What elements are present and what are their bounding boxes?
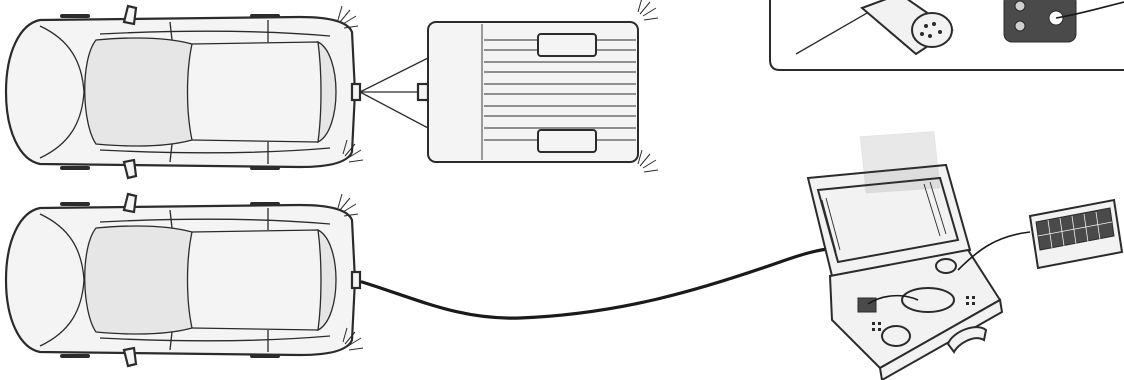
remote-control — [1030, 200, 1122, 268]
tray-recess — [902, 288, 954, 312]
trailer-fender-bottom — [538, 130, 596, 152]
trailer-fender-top — [538, 34, 596, 56]
test-cable — [362, 248, 877, 318]
trailer — [428, 22, 638, 162]
detail-inset — [770, 0, 1124, 70]
lamp-flash-trailer-front — [638, 0, 658, 20]
socket-knob-top — [936, 259, 956, 273]
car-bottom — [6, 194, 360, 366]
socket-knob-bottom — [882, 326, 910, 346]
trailer-drawbar — [360, 58, 428, 128]
car-top — [6, 6, 360, 178]
lamp-flash-trailer-rear — [638, 150, 658, 172]
tester-panel-closeup — [1004, 0, 1124, 42]
